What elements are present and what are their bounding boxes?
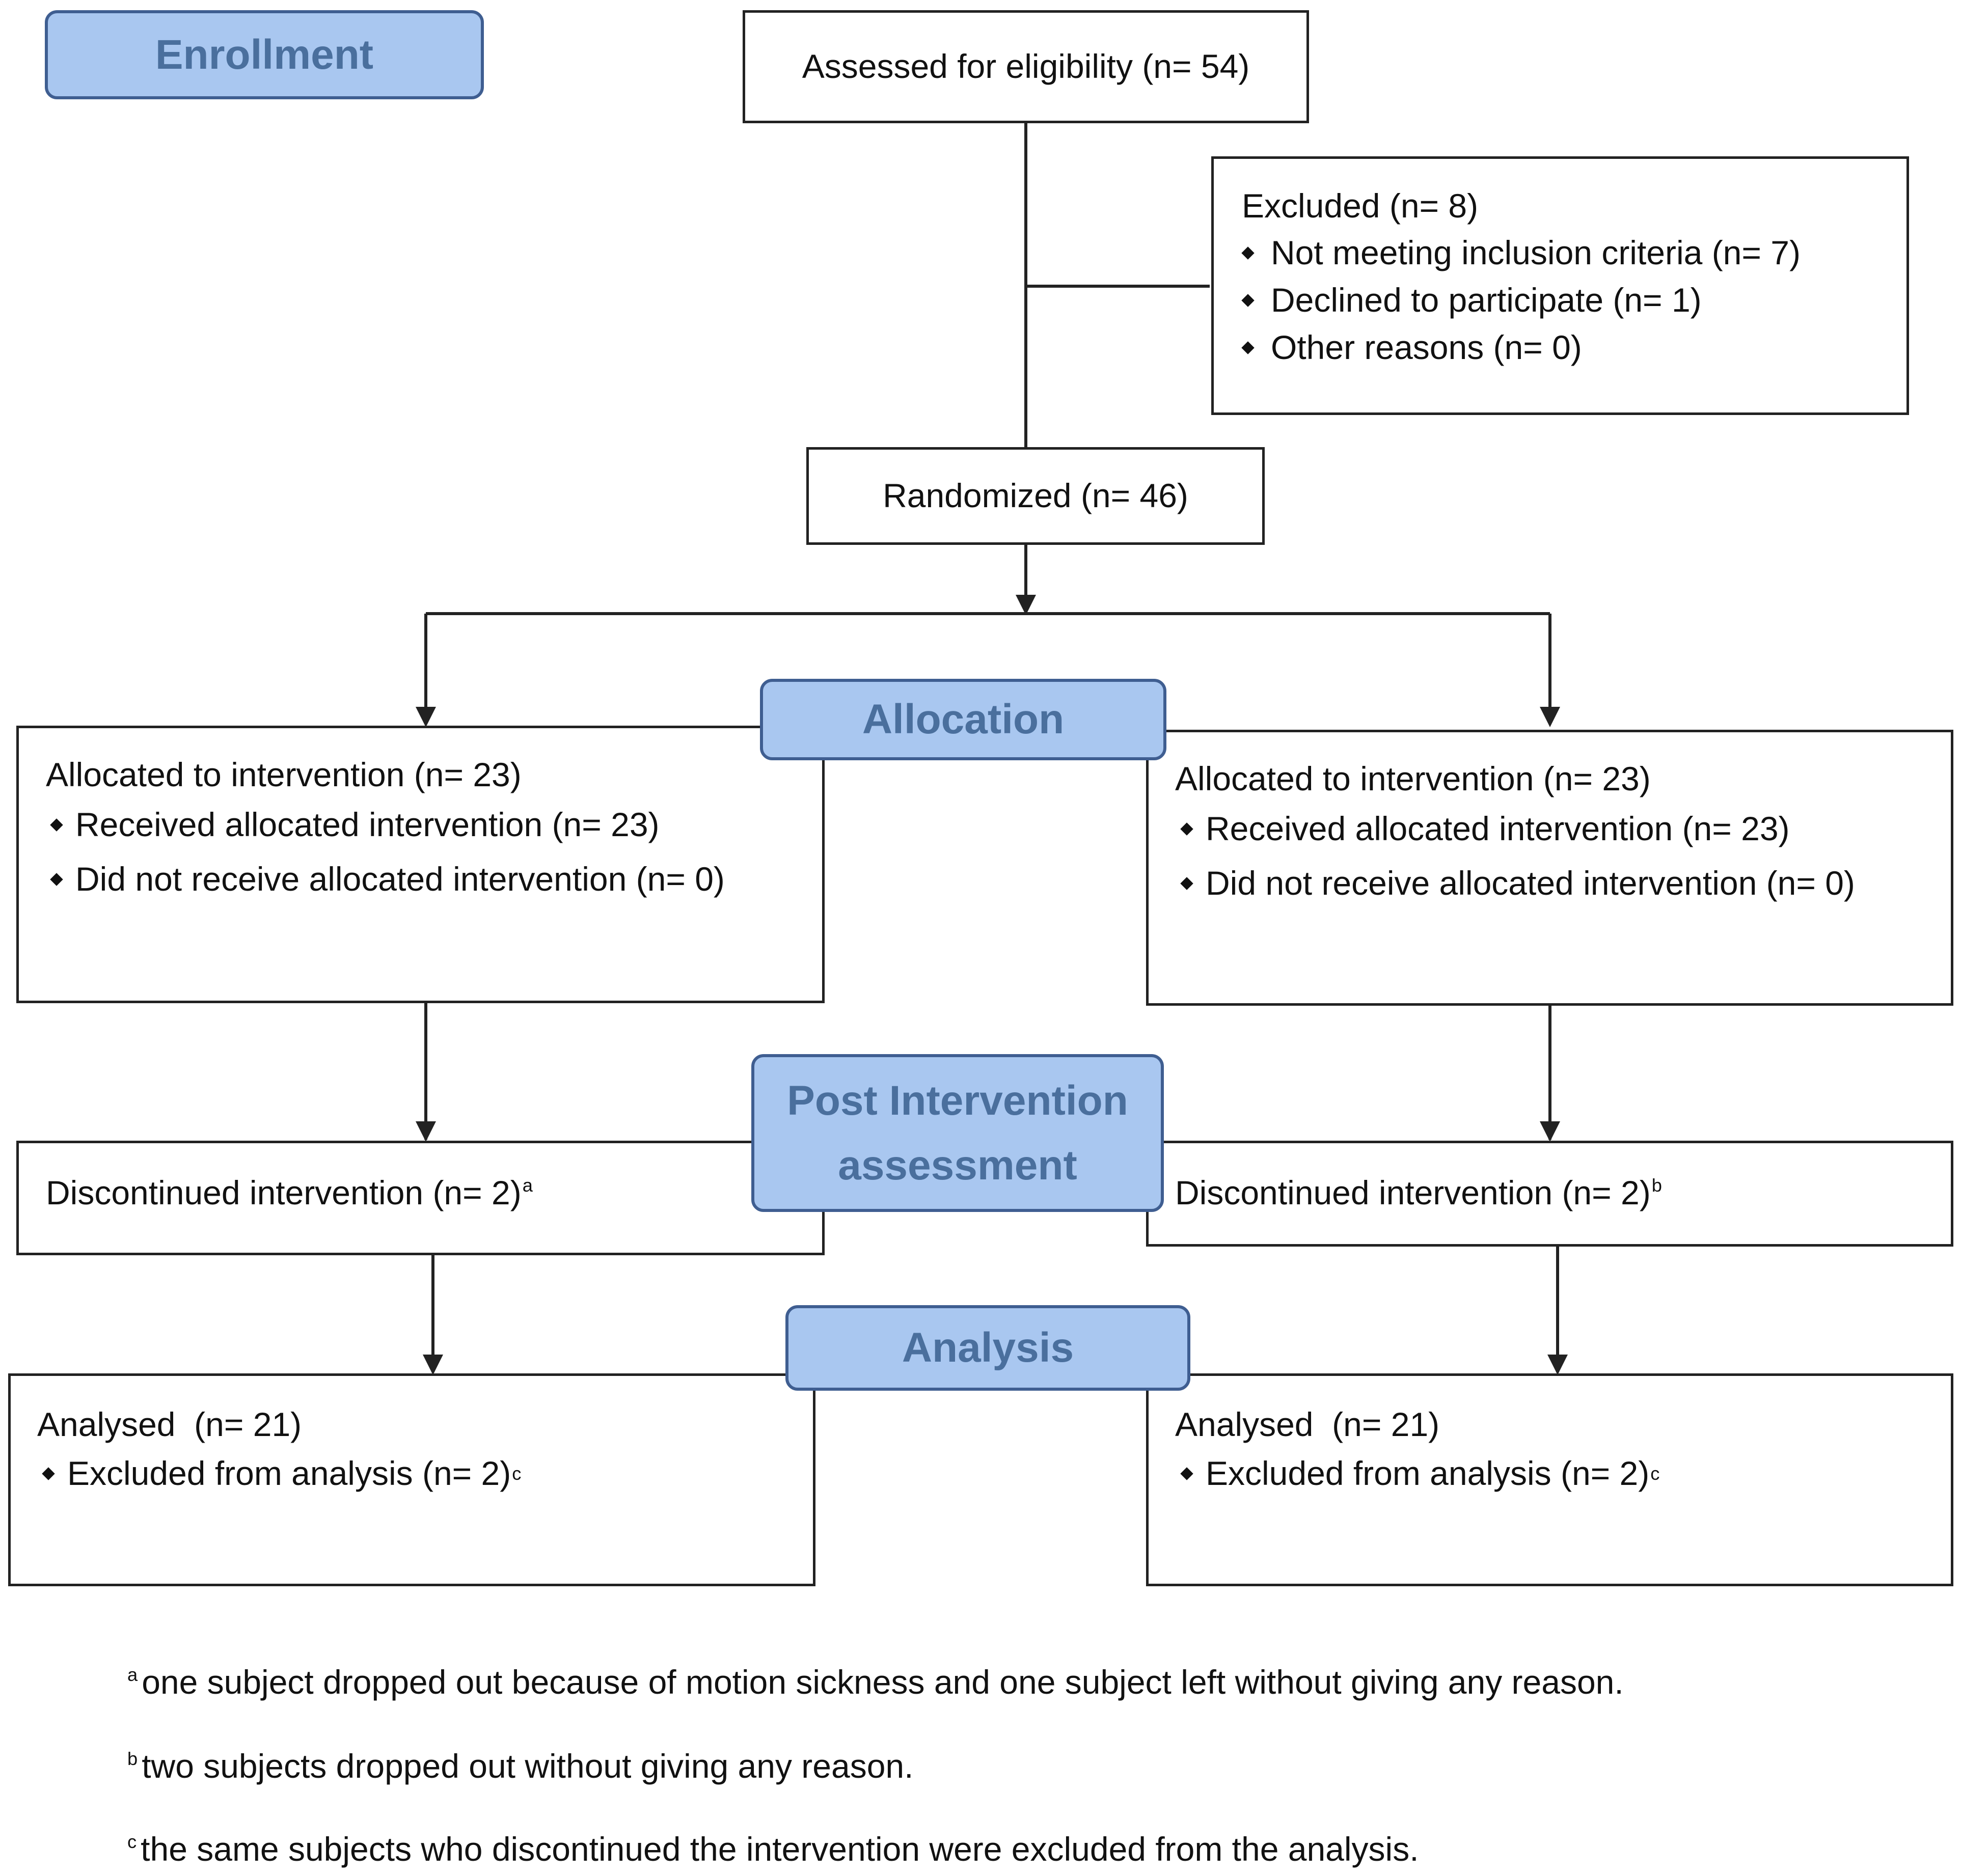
stage-label-post-intervention: Post Intervention assessment bbox=[751, 1054, 1164, 1212]
footnote-mark: b bbox=[127, 1748, 138, 1769]
bullet-icon bbox=[1180, 876, 1193, 890]
bullet-icon bbox=[1241, 246, 1255, 260]
excluded-item: Other reasons (n= 0) bbox=[1241, 327, 1582, 368]
analysis-box-left: Analysed (n= 21) Excluded from analysis … bbox=[8, 1373, 815, 1586]
analysis-excluded-item: Excluded from analysis (n= 2)c bbox=[42, 1453, 522, 1494]
arrowhead-right-discontinued bbox=[1540, 1121, 1560, 1142]
assessed-box: Assessed for eligibility (n= 54) bbox=[743, 10, 1309, 123]
excluded-item: Not meeting inclusion criteria (n= 7) bbox=[1241, 233, 1801, 273]
footnote-mark: b bbox=[1651, 1174, 1662, 1196]
bullet-icon bbox=[1241, 341, 1255, 354]
stage-label-text: Analysis bbox=[902, 1325, 1074, 1371]
analysed-title: Analysed (n= 21) bbox=[1175, 1405, 1440, 1443]
arrowhead-left-allocation bbox=[416, 707, 436, 727]
allocated-title: Allocated to intervention (n= 23) bbox=[1175, 760, 1651, 797]
stage-label-analysis: Analysis bbox=[785, 1305, 1190, 1391]
arrowhead-left-discontinued bbox=[416, 1121, 436, 1142]
randomized-text: Randomized (n= 46) bbox=[883, 477, 1188, 515]
bullet-icon bbox=[50, 818, 63, 832]
arrowhead-split bbox=[1016, 595, 1036, 615]
footnote-mark: c bbox=[512, 1463, 522, 1484]
stage-label-allocation: Allocation bbox=[760, 679, 1166, 760]
bullet-icon bbox=[50, 872, 63, 886]
randomized-box: Randomized (n= 46) bbox=[806, 447, 1265, 545]
excluded-title: Excluded (n= 8) bbox=[1242, 187, 1479, 225]
assessed-text: Assessed for eligibility (n= 54) bbox=[802, 47, 1250, 86]
excluded-item: Declined to participate (n= 1) bbox=[1241, 280, 1702, 320]
allocated-item: Did not receive allocated intervention (… bbox=[1180, 863, 1855, 903]
stage-label-enrollment: Enrollment bbox=[45, 10, 484, 99]
discontinued-text: Discontinued intervention (n= 2)a bbox=[46, 1174, 533, 1211]
bullet-icon bbox=[1241, 293, 1255, 307]
bullet-icon bbox=[1180, 1467, 1193, 1480]
bullet-icon bbox=[42, 1467, 55, 1480]
allocated-item: Did not receive allocated intervention (… bbox=[50, 859, 725, 899]
discontinued-box-left: Discontinued intervention (n= 2)a bbox=[16, 1141, 825, 1255]
analysed-title: Analysed (n= 21) bbox=[37, 1405, 302, 1443]
discontinued-box-right: Discontinued intervention (n= 2)b bbox=[1146, 1141, 1953, 1247]
footnote-mark: a bbox=[127, 1664, 138, 1685]
allocated-title: Allocated to intervention (n= 23) bbox=[46, 756, 522, 793]
excluded-box: Excluded (n= 8) Not meeting inclusion cr… bbox=[1211, 156, 1909, 415]
bullet-icon bbox=[1180, 822, 1193, 836]
allocation-box-right: Allocated to intervention (n= 23) Receiv… bbox=[1146, 730, 1953, 1006]
footnote-mark: c bbox=[127, 1831, 137, 1852]
arrowhead-right-analysed bbox=[1547, 1355, 1568, 1375]
allocated-item: Received allocated intervention (n= 23) bbox=[1180, 809, 1790, 849]
arrowhead-right-allocation bbox=[1540, 707, 1560, 727]
allocated-item: Received allocated intervention (n= 23) bbox=[50, 805, 660, 845]
footnote-mark: c bbox=[1650, 1463, 1660, 1484]
analysis-excluded-item: Excluded from analysis (n= 2)c bbox=[1180, 1453, 1660, 1494]
footnote-mark: a bbox=[522, 1174, 533, 1196]
arrowhead-left-analysed bbox=[423, 1355, 443, 1375]
stage-label-text: Enrollment bbox=[155, 31, 374, 78]
discontinued-text: Discontinued intervention (n= 2)b bbox=[1175, 1174, 1662, 1211]
allocation-box-left: Allocated to intervention (n= 23) Receiv… bbox=[16, 726, 825, 1003]
analysis-box-right: Analysed (n= 21) Excluded from analysis … bbox=[1146, 1373, 1953, 1586]
stage-label-text: Post Intervention assessment bbox=[787, 1077, 1128, 1189]
stage-label-text: Allocation bbox=[862, 696, 1065, 743]
